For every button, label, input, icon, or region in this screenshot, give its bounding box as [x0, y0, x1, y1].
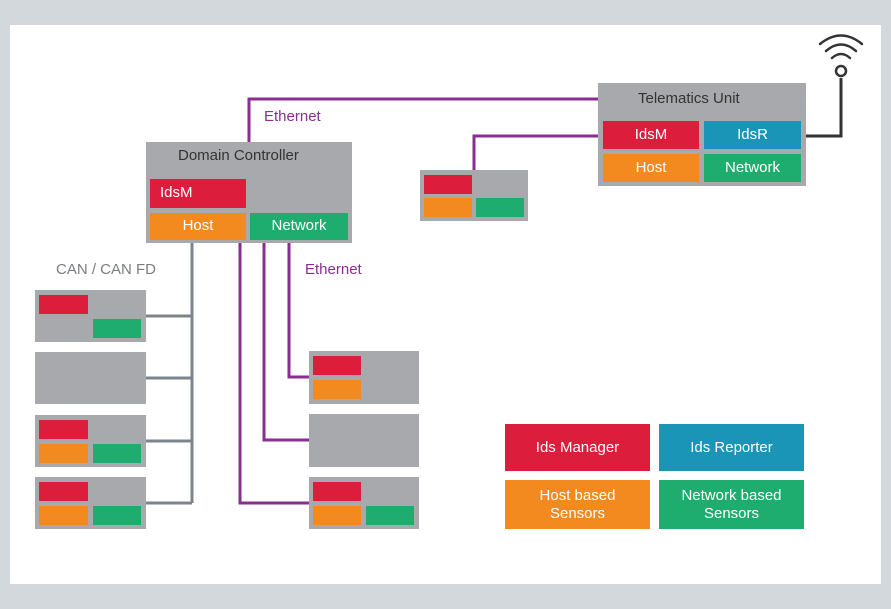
ecu-network-block: [476, 198, 524, 217]
telematics-host: Host: [603, 154, 699, 182]
ethernet-line-telematics-ecu: [472, 134, 598, 170]
legend-network-sensors: Network based Sensors: [659, 480, 804, 529]
ecu-eth-3: [309, 477, 419, 529]
telematics-unit-title: Telematics Unit: [638, 90, 740, 107]
legend-ids-reporter: Ids Reporter: [659, 424, 804, 471]
domain-controller-network: Network: [250, 213, 348, 240]
ecu-host-block: [39, 444, 88, 463]
can-label: CAN / CAN FD: [56, 261, 157, 278]
ecu-network-block: [366, 506, 414, 525]
ecu-can-4: [35, 477, 146, 529]
ecu-host-block: [313, 506, 361, 525]
ecu-can-2: [35, 352, 146, 404]
domain-controller-title: Domain Controller: [178, 147, 299, 164]
domain-controller: Domain Controller IdsM Host Network: [146, 142, 352, 243]
telematics-unit: Telematics Unit IdsM IdsR Host Network: [598, 83, 806, 186]
ethernet-line-ecu-right-3: [238, 243, 309, 505]
ecu-idsm-block: [424, 175, 472, 194]
ecu-can-1: [35, 290, 146, 342]
ecu-idsm-block: [39, 482, 88, 501]
domain-controller-idsm: IdsM: [150, 179, 246, 208]
ethernet-line-ecu-right-2: [262, 243, 309, 442]
telematics-network: Network: [704, 154, 801, 182]
antenna-icon: [818, 34, 864, 78]
telematics-idsr: IdsR: [704, 121, 801, 149]
ecu-idsm-block: [39, 420, 88, 439]
ethernet-line-dc-telematics: [247, 97, 598, 142]
ecu-host-block: [313, 380, 361, 399]
ecu-eth-2: [309, 414, 419, 467]
ecu-idsm-block: [313, 356, 361, 375]
ecu-host-block: [39, 506, 88, 525]
domain-controller-host: Host: [150, 213, 246, 240]
ecu-idsm-block: [313, 482, 361, 501]
ecu-network-block: [93, 444, 141, 463]
telematics-idsm: IdsM: [603, 121, 699, 149]
ecu-network-block: [93, 319, 141, 338]
ecu-network-block: [93, 506, 141, 525]
ecu-eth-1: [309, 351, 419, 404]
ethernet-line-ecu-right-1: [287, 243, 309, 379]
legend-host-sensors: Host based Sensors: [505, 480, 650, 529]
ecu-can-3: [35, 415, 146, 467]
antenna-line: [806, 78, 843, 138]
ethernet-label-top: Ethernet: [264, 108, 321, 125]
ethernet-label-mid: Ethernet: [305, 261, 362, 278]
legend-ids-manager: Ids Manager: [505, 424, 650, 471]
ecu-host-block: [424, 198, 472, 217]
ecu-top-middle: [420, 170, 528, 221]
ecu-idsm-block: [39, 295, 88, 314]
